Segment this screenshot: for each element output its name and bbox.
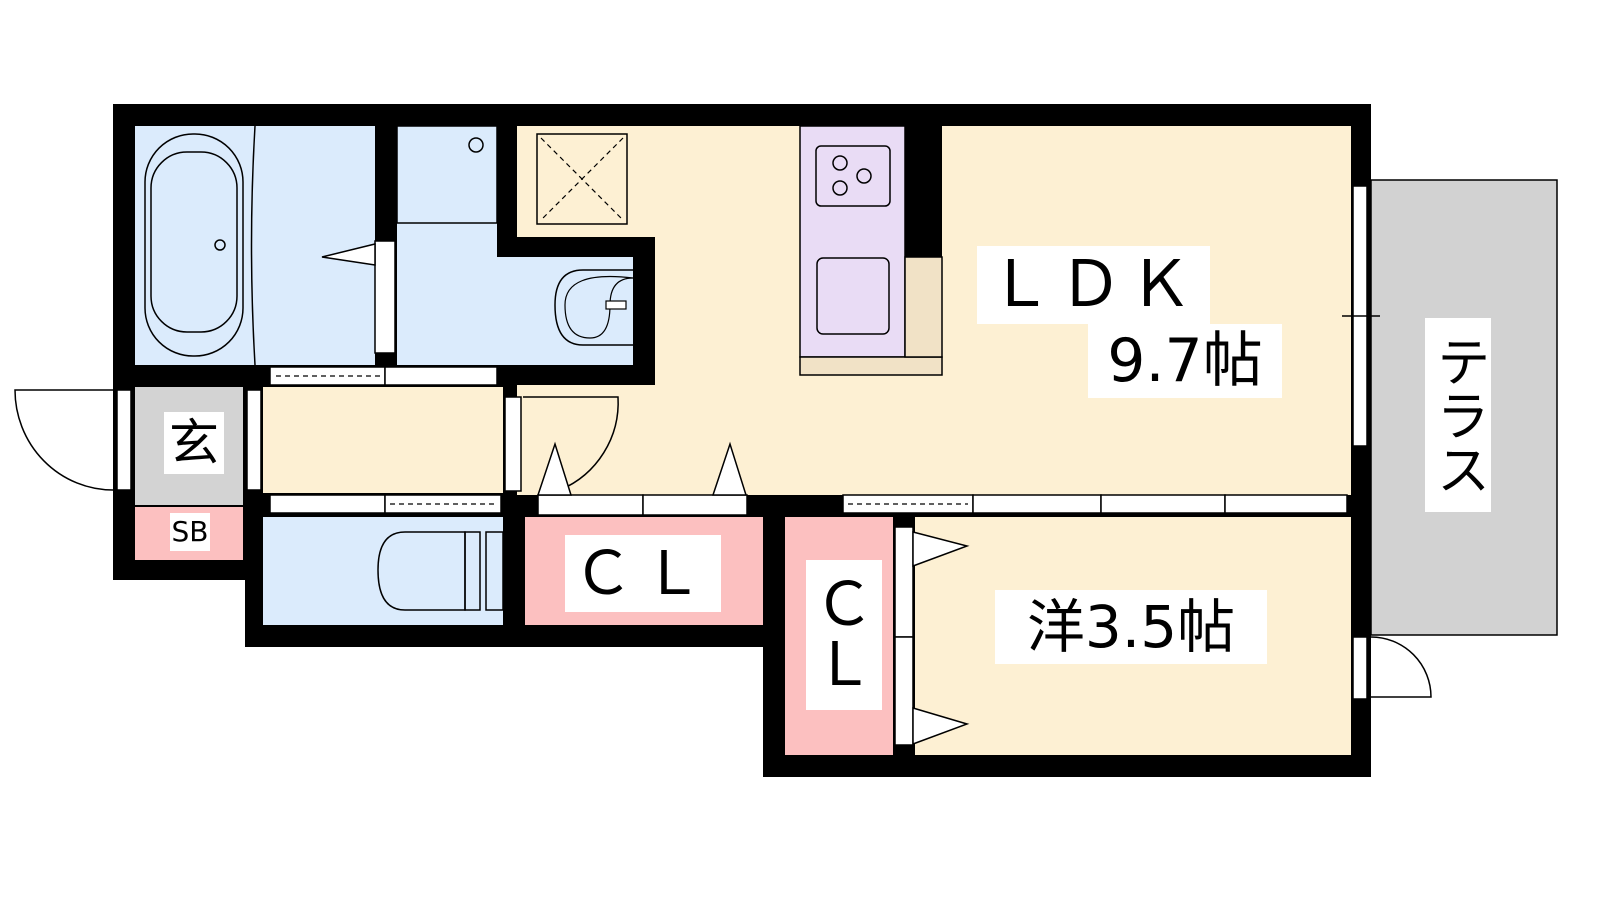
ldk-size-label: 9.7帖 xyxy=(1088,324,1282,398)
bathtub-icon xyxy=(144,133,244,357)
closet-2-label-line1: Ｃ xyxy=(814,570,874,640)
ldk-name-label: ＬＤＫ xyxy=(977,246,1210,324)
stove-icon xyxy=(815,145,891,207)
washroom xyxy=(397,126,497,365)
entrance-label: 玄 xyxy=(164,412,224,474)
toilet-icon xyxy=(377,531,466,611)
terrace-label: テラス xyxy=(1425,318,1491,512)
entrance-door xyxy=(14,389,114,491)
kitchen-sink-icon xyxy=(816,257,890,335)
ldk-door xyxy=(523,396,619,491)
storage-box xyxy=(536,133,628,225)
bath-door xyxy=(374,240,396,354)
western-room-label: 洋3.5帖 xyxy=(995,590,1267,664)
toilet-room xyxy=(263,517,503,625)
closet-2-label: Ｃ Ｌ xyxy=(806,560,882,710)
closet-2-label-line2: Ｌ xyxy=(814,630,874,700)
shoe-box-label: SB xyxy=(170,513,210,551)
terrace-door xyxy=(1370,636,1432,698)
hallway xyxy=(263,387,503,493)
bathroom xyxy=(135,126,375,365)
closet-1-label: ＣＬ xyxy=(565,535,721,612)
